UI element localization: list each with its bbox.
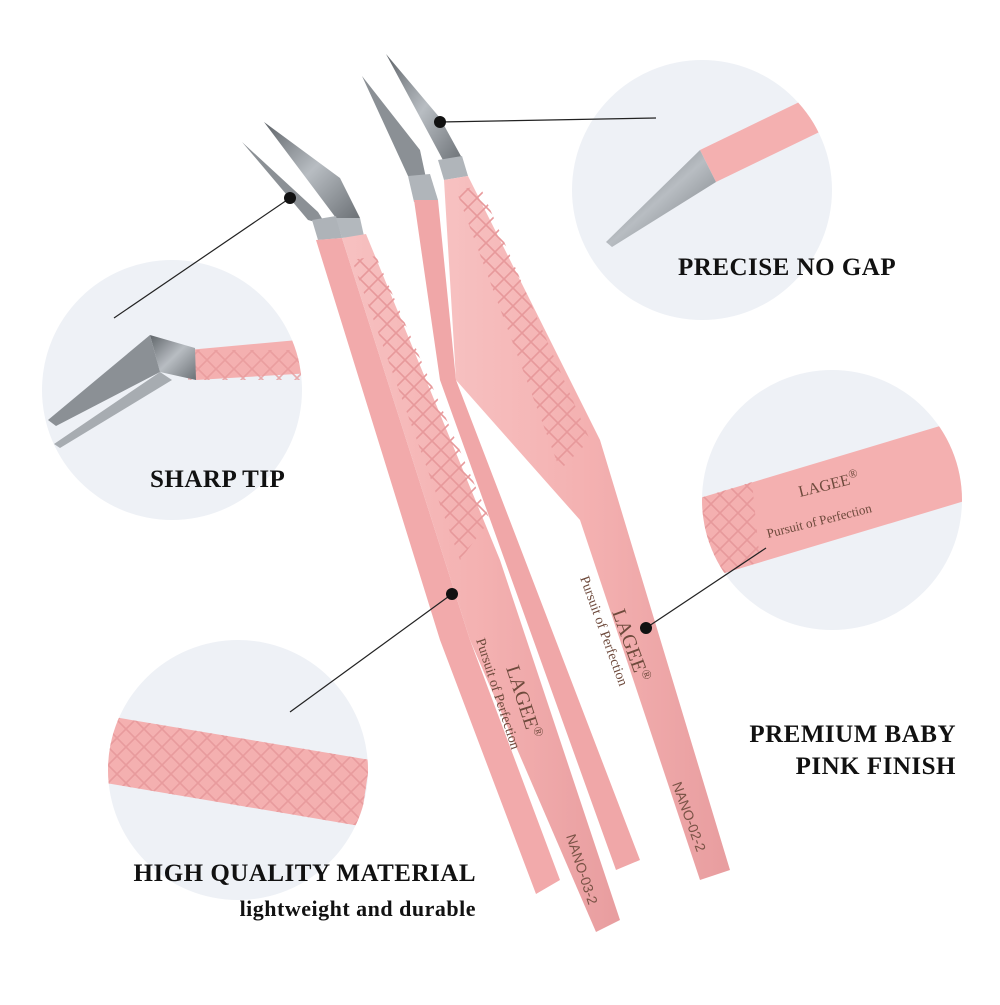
leader-line-precise — [439, 117, 657, 123]
callout-premium-line2: PINK FINISH — [795, 753, 956, 780]
left-brand-mark: ® — [530, 724, 547, 738]
tweezer-right — [362, 54, 730, 880]
dot-marker-icon — [446, 588, 458, 600]
leader-line-quality — [289, 593, 453, 713]
zoom-circle-precise-no-gap — [572, 60, 832, 320]
dot-marker-icon — [434, 116, 446, 128]
dot-marker-icon — [284, 192, 296, 204]
callout-quality-line2: lightweight and durable — [239, 896, 476, 921]
zoom-circle-sharp-tip — [42, 260, 302, 520]
zoom-brand-mark: ® — [847, 466, 859, 482]
dot-marker-icon — [640, 622, 652, 634]
leader-lines — [113, 117, 767, 713]
callout-premium-finish: PREMIUM BABY PINK FINISH — [749, 719, 956, 783]
dot-markers — [284, 116, 652, 634]
zoom-circle-material — [108, 640, 368, 900]
callout-precise-no-gap: PRECISE NO GAP — [678, 254, 897, 281]
zoom-circle-baby-pink-finish: LAGEE® Pursuit of Perfection — [702, 370, 962, 630]
callout-quality-material: HIGH QUALITY MATERIAL lightweight and du… — [134, 856, 476, 926]
callout-quality-line1: HIGH QUALITY MATERIAL — [133, 860, 476, 887]
leader-line-sharp-tip — [113, 197, 291, 319]
callout-premium-line1: PREMIUM BABY — [749, 721, 956, 748]
tweezer-left — [242, 122, 620, 932]
callout-sharp-tip: SHARP TIP — [150, 466, 286, 493]
leader-line-premium — [645, 547, 767, 629]
